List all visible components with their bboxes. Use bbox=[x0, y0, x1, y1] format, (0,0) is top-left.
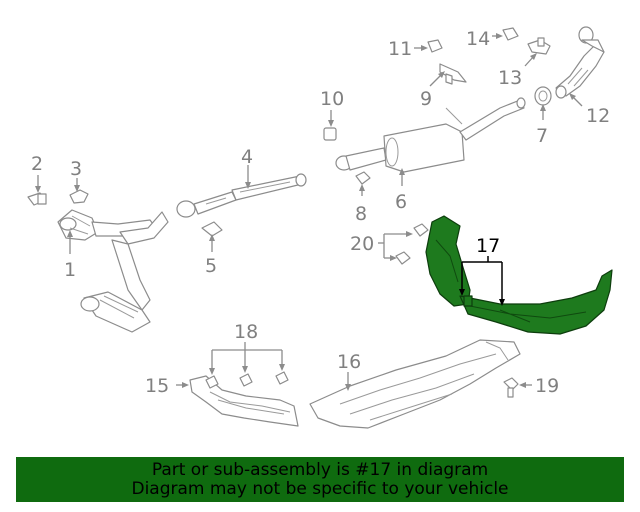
part-6-muffler bbox=[335, 97, 526, 173]
callout-18: 18 bbox=[209, 321, 285, 375]
callout-14-label: 14 bbox=[466, 28, 490, 50]
part-14-isolator bbox=[502, 27, 519, 41]
callout-8: 8 bbox=[355, 184, 367, 225]
callout-6-label: 6 bbox=[395, 191, 407, 213]
callout-3-label: 3 bbox=[70, 158, 82, 180]
callout-15-label: 15 bbox=[145, 375, 169, 397]
banner-line-2: Diagram may not be specific to your vehi… bbox=[131, 479, 509, 499]
callout-6: 6 bbox=[395, 168, 407, 213]
callout-1: 1 bbox=[64, 230, 76, 281]
part-10-isolator bbox=[323, 127, 337, 141]
callout-14: 14 bbox=[466, 28, 503, 50]
exhaust-system-diagram: 1 2 3 4 5 bbox=[27, 26, 613, 429]
callout-7-label: 7 bbox=[536, 125, 548, 147]
part-17-heat-shield-highlighted bbox=[425, 215, 613, 335]
callout-5: 5 bbox=[205, 234, 217, 277]
callout-9: 9 bbox=[420, 71, 445, 110]
callout-16-label: 16 bbox=[337, 351, 361, 373]
callout-17-label: 17 bbox=[476, 235, 500, 257]
callout-5-label: 5 bbox=[205, 255, 217, 277]
callout-16: 16 bbox=[337, 351, 361, 391]
callout-13-label: 13 bbox=[498, 67, 522, 89]
callout-13: 13 bbox=[498, 53, 537, 89]
part-1-catalytic-converter-y-pipe bbox=[57, 209, 169, 333]
callout-2-label: 2 bbox=[31, 153, 43, 175]
callout-11-label: 11 bbox=[388, 38, 412, 60]
callout-12-label: 12 bbox=[586, 105, 610, 127]
banner-line-1: Part or sub-assembly is #17 in diagram bbox=[151, 460, 489, 480]
callout-11: 11 bbox=[388, 38, 428, 60]
callout-20-label: 20 bbox=[350, 233, 374, 255]
callout-10: 10 bbox=[320, 88, 344, 127]
callout-2: 2 bbox=[31, 153, 43, 193]
part-3-nut bbox=[69, 189, 89, 204]
callout-19: 19 bbox=[519, 375, 559, 397]
part-2-bolt bbox=[27, 192, 47, 206]
part-4-intermediate-pipe bbox=[176, 173, 307, 218]
callout-1-label: 1 bbox=[64, 259, 76, 281]
callout-19-label: 19 bbox=[535, 375, 559, 397]
part-19-bolt bbox=[503, 377, 519, 398]
callout-7: 7 bbox=[536, 104, 548, 147]
part-7-clamp bbox=[534, 86, 552, 106]
callout-10-label: 10 bbox=[320, 88, 344, 110]
callout-17: 17 bbox=[459, 235, 505, 306]
part-12-tailpipe bbox=[555, 26, 605, 99]
callout-3: 3 bbox=[70, 158, 82, 192]
part-info-banner: Part or sub-assembly is #17 in diagram D… bbox=[16, 457, 624, 502]
callout-9-label: 9 bbox=[420, 88, 432, 110]
callout-12: 12 bbox=[569, 93, 610, 127]
part-5-clamp bbox=[201, 221, 223, 237]
callout-15: 15 bbox=[145, 375, 189, 397]
part-16-heat-shield bbox=[309, 339, 521, 429]
part-18-bolts bbox=[205, 371, 289, 389]
part-9-hanger bbox=[439, 63, 467, 85]
callout-4: 4 bbox=[241, 146, 253, 189]
part-20-bolts bbox=[395, 223, 429, 265]
callout-4-label: 4 bbox=[241, 146, 253, 168]
callout-20: 20 bbox=[350, 231, 413, 261]
part-11-isolator bbox=[427, 39, 443, 53]
part-15-shield bbox=[189, 375, 299, 427]
callout-18-label: 18 bbox=[234, 321, 258, 343]
part-8-nut bbox=[355, 171, 371, 185]
callout-8-label: 8 bbox=[355, 203, 367, 225]
part-13-hanger bbox=[527, 37, 551, 55]
